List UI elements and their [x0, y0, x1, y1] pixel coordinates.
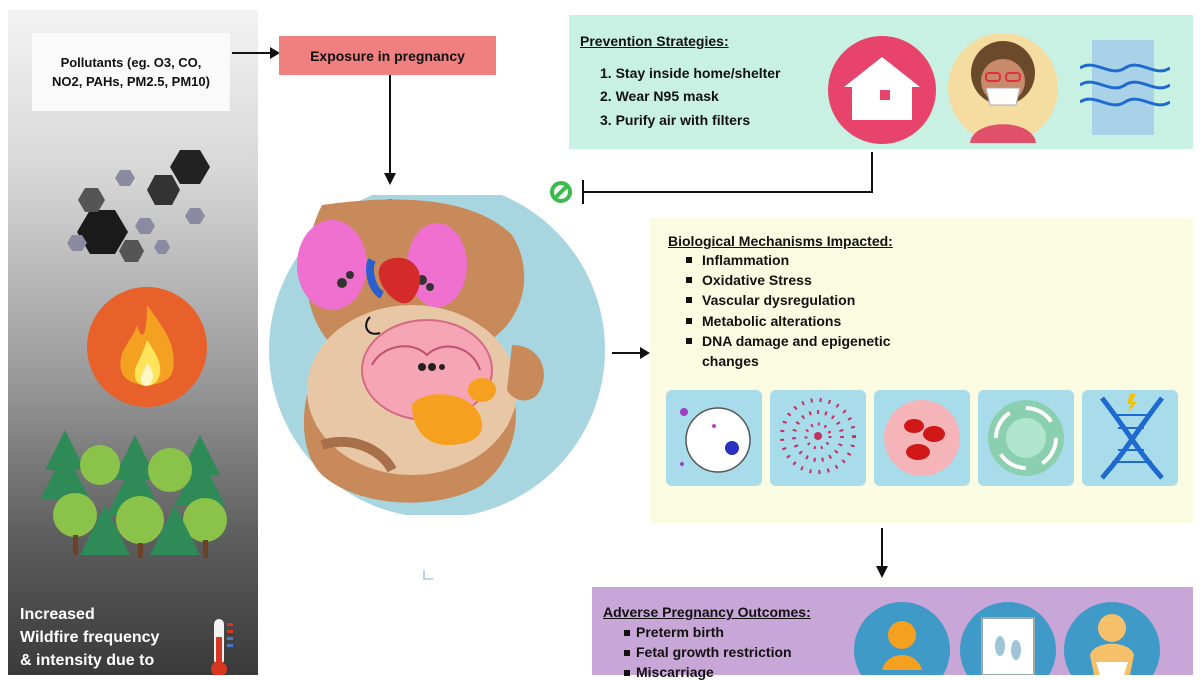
oxidative-stress-tile	[770, 390, 866, 486]
stray-mark	[423, 570, 433, 580]
cycle-icon	[988, 400, 1064, 476]
person-mask-icon	[948, 33, 1058, 143]
outcome-item: Fetal growth restriction	[636, 644, 792, 660]
arrow-to-mechanisms	[612, 347, 650, 359]
footprint-frame-icon	[960, 602, 1056, 675]
metabolic-tile	[978, 390, 1074, 486]
prevention-item: 1. Stay inside home/shelter	[600, 65, 781, 81]
pollutants-box: Pollutants (eg. O3, CO, NO2, PAHs, PM2.5…	[32, 33, 230, 111]
mechanism-item-continued: changes	[702, 353, 759, 369]
cell-icon	[680, 407, 751, 473]
wildfire-caption: Increased Wildfire frequency & intensity…	[20, 606, 160, 669]
fire-icon	[87, 287, 207, 407]
home-icon	[828, 36, 936, 144]
bullet	[686, 318, 692, 324]
mechanism-item: Inflammation	[702, 252, 790, 268]
arrow-to-outcomes	[876, 528, 888, 578]
bullet	[686, 297, 692, 303]
dna-icon	[1100, 394, 1164, 480]
exposure-box: Exposure in pregnancy	[279, 36, 496, 75]
blood-cells-icon	[884, 400, 960, 476]
outcome-item: Miscarriage	[636, 664, 714, 680]
mechanism-item: Metabolic alterations	[702, 313, 842, 329]
pregnancy-illustration	[269, 195, 605, 515]
bullet	[624, 630, 630, 636]
inhibition-connector	[550, 152, 873, 204]
radiating-dots-icon	[780, 398, 856, 474]
pollutants-text: Pollutants (eg. O3, CO, NO2, PAHs, PM2.5…	[52, 55, 210, 89]
arrow-to-exposure	[232, 47, 280, 59]
arrow-to-body	[384, 75, 396, 185]
outcomes-title: Adverse Pregnancy Outcomes:	[603, 604, 811, 620]
prevention-item: 3. Purify air with filters	[600, 112, 751, 128]
prevention-item: 2. Wear N95 mask	[600, 88, 719, 104]
mechanism-item: Vascular dysregulation	[702, 292, 856, 308]
vascular-tile	[874, 390, 970, 486]
outcome-item: Preterm birth	[636, 624, 724, 640]
smoke-particles-icon	[67, 150, 210, 262]
bullet	[624, 670, 630, 676]
exposure-label: Exposure in pregnancy	[310, 47, 465, 64]
thermometer-icon	[211, 619, 233, 675]
forest-icon	[40, 430, 227, 558]
baby-icon	[1064, 602, 1160, 675]
bullet	[624, 650, 630, 656]
bullet	[686, 257, 692, 263]
bullet	[686, 338, 692, 344]
mechanism-item: Oxidative Stress	[702, 272, 812, 288]
mechanisms-title: Biological Mechanisms Impacted:	[668, 233, 893, 249]
air-filter-icon	[1080, 40, 1170, 135]
prevention-title: Prevention Strategies:	[580, 33, 729, 49]
bullet	[686, 277, 692, 283]
preterm-baby-icon	[854, 602, 950, 675]
dna-tile	[1082, 390, 1178, 486]
inflammation-tile	[666, 390, 762, 486]
mechanism-item: DNA damage and epigenetic	[702, 333, 891, 349]
